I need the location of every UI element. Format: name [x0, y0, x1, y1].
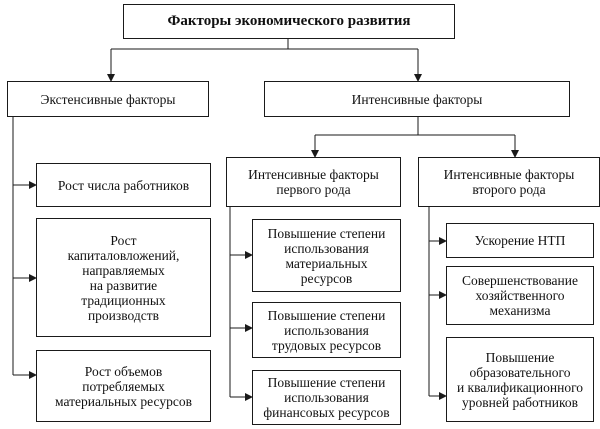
intensive-second-kind-box: Интенсивные факторы второго рода: [418, 157, 600, 207]
first-item-financial: Повышение степени использования финансов…: [252, 370, 401, 425]
diagram-title: Факторы экономического развития: [123, 4, 455, 39]
extensive-item-workers: Рост числа работников: [36, 163, 211, 207]
first-item-labor: Повышение степени использования трудовых…: [252, 302, 401, 358]
intensive-first-kind-box: Интенсивные факторы первого рода: [226, 157, 401, 207]
second-item-ntp: Ускорение НТП: [446, 223, 594, 258]
first-item-material: Повышение степени использования материал…: [252, 219, 401, 292]
second-item-qualification: Повышение образовательного и квалификаци…: [446, 337, 594, 422]
extensive-item-investments: Рост капиталовложений, направляемых на р…: [36, 218, 211, 337]
extensive-item-material-resources: Рост объемов потребляемых материальных р…: [36, 350, 211, 422]
second-item-mechanism: Совершенствование хозяйственного механиз…: [446, 266, 594, 325]
extensive-factors-box: Экстенсивные факторы: [7, 81, 209, 117]
intensive-factors-box: Интенсивные факторы: [264, 81, 570, 117]
